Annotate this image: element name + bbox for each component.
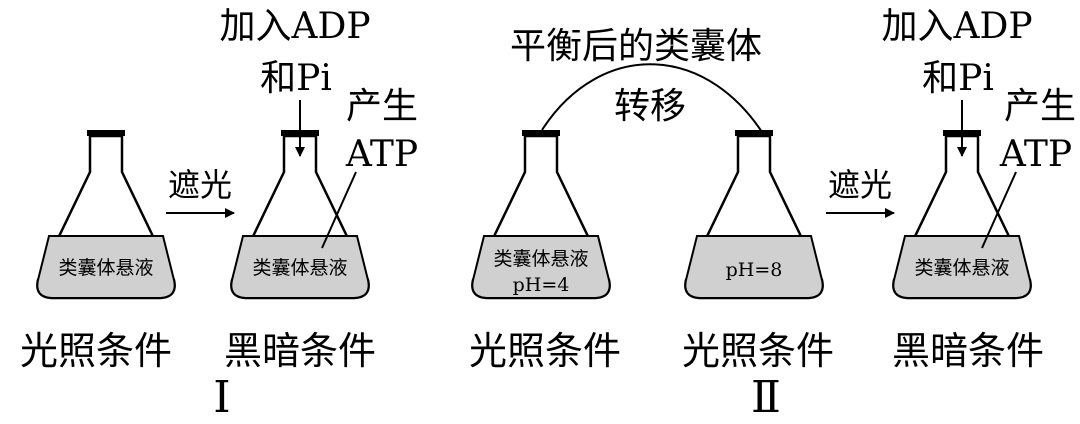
flask-5-liquid [892, 235, 1032, 299]
flask-1-liquid [36, 235, 176, 299]
flask-4-liquid-label: pH=8 [726, 259, 783, 281]
flask-1-stopper [87, 130, 125, 136]
produce-atp-1-line2: ATP [345, 134, 418, 175]
add-adp-2-line2: 和Pi [922, 58, 994, 99]
flask-3-stopper [522, 130, 560, 136]
produce-atp-2-line1: 产生 [1004, 86, 1076, 127]
transfer-label-line2: 转移 [614, 86, 686, 127]
produce-atp-2-leader [981, 171, 1017, 249]
flask-3-condition: 光照条件 [469, 329, 621, 373]
flask-2-liquid-label: 类囊体悬液 [252, 257, 347, 279]
flask-4-condition: 光照条件 [682, 329, 834, 373]
flask-4: pH=8 [684, 130, 824, 300]
add-adp-1-line1: 加入ADP [219, 6, 370, 47]
flask-3-liquid [471, 235, 611, 299]
flask-1-liquid-label: 类囊体悬液 [58, 257, 153, 279]
shade-arrow-2-label: 遮光 [828, 166, 892, 204]
flask-3-liquid-label: 类囊体悬液 [493, 248, 588, 270]
add-adp-1-line2: 和Pi [260, 58, 332, 99]
flask-1-condition: 光照条件 [20, 329, 172, 373]
group-1-label: Ⅰ [213, 373, 230, 422]
flask-2-liquid [230, 235, 370, 299]
flask-2-condition: 黑暗条件 [224, 329, 376, 373]
shade-arrow-1-label: 遮光 [168, 166, 232, 204]
flask-4-stopper [735, 130, 773, 136]
flask-3-liquid-ph: pH=4 [513, 274, 570, 296]
flask-5: 类囊体悬液 [892, 130, 1032, 300]
transfer-arrow [541, 63, 771, 146]
flask-1: 类囊体悬液 [36, 130, 176, 300]
flask-4-liquid [684, 235, 824, 299]
flask-2: 类囊体悬液 [230, 130, 370, 300]
flask-5-liquid-label: 类囊体悬液 [914, 257, 1009, 279]
group-2-label: Ⅱ [751, 373, 781, 422]
produce-atp-1-line1: 产生 [346, 86, 418, 127]
produce-atp-2-line2: ATP [999, 134, 1072, 175]
flask-3: 类囊体悬液 pH=4 [471, 130, 611, 300]
add-adp-2-line1: 加入ADP [881, 6, 1032, 47]
transfer-label-line1: 平衡后的类囊体 [510, 26, 762, 67]
produce-atp-1-leader [321, 171, 357, 249]
flask-5-condition: 黑暗条件 [892, 329, 1044, 373]
